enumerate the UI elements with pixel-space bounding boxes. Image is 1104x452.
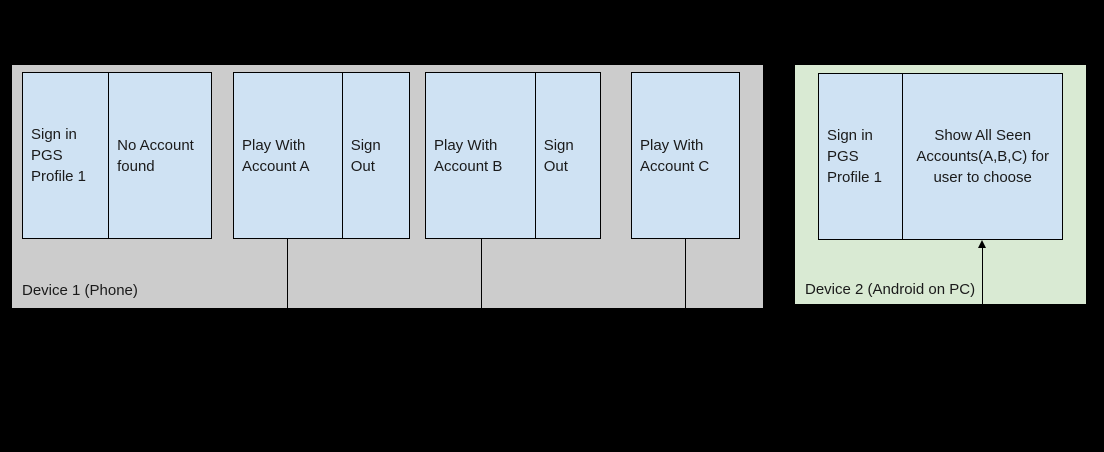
device1-panel-label: Device 1 (Phone) bbox=[22, 282, 138, 299]
arrow-to-device2-head bbox=[978, 240, 986, 248]
node-cell-play-with-account-b[interactable]: Play With Account B bbox=[426, 73, 535, 238]
connector-group1-to-group2 bbox=[287, 239, 288, 308]
arrow-to-device2-line bbox=[982, 246, 983, 321]
node-cell-no-account-found[interactable]: No Account found bbox=[108, 73, 211, 238]
node-group-5[interactable]: Sign in PGS Profile 1 Show All Seen Acco… bbox=[818, 73, 1063, 240]
node-cell-sign-in-pgs-profile-1[interactable]: Sign in PGS Profile 1 bbox=[23, 73, 109, 238]
node-cell-play-with-account-a[interactable]: Play With Account A bbox=[234, 73, 342, 238]
node-group-2[interactable]: Play With Account A Sign Out bbox=[233, 72, 410, 239]
node-cell-play-with-account-c[interactable]: Play With Account C bbox=[632, 73, 739, 238]
node-group-4[interactable]: Play With Account C bbox=[631, 72, 740, 239]
node-group-1[interactable]: Sign in PGS Profile 1 No Account found bbox=[22, 72, 212, 239]
node-cell-sign-out-a[interactable]: Sign Out bbox=[341, 73, 409, 238]
connector-group3-to-group4 bbox=[685, 239, 686, 308]
node-cell-sign-out-b[interactable]: Sign Out bbox=[534, 73, 600, 238]
node-cell-show-all-seen-accounts[interactable]: Show All Seen Accounts(A,B,C) for user t… bbox=[902, 74, 1062, 239]
device2-panel-label: Device 2 (Android on PC) bbox=[805, 281, 976, 298]
connector-group2-to-group3 bbox=[481, 239, 482, 308]
node-cell-sign-in-pgs-profile-1-device2[interactable]: Sign in PGS Profile 1 bbox=[819, 74, 903, 239]
node-group-3[interactable]: Play With Account B Sign Out bbox=[425, 72, 601, 239]
